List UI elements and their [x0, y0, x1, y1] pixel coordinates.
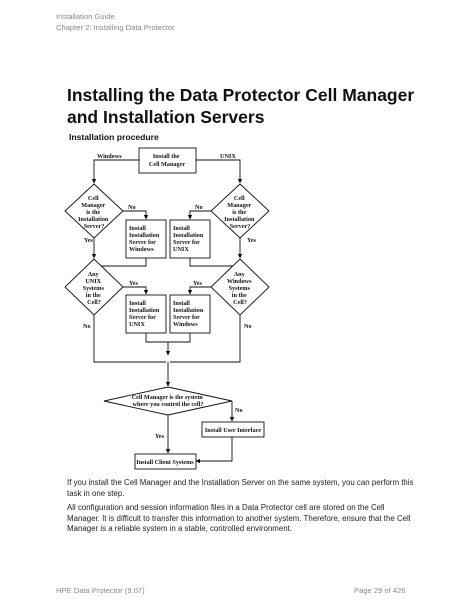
- install-is-unix-label: Install Installation Server for UNIX: [173, 225, 205, 253]
- decision-control-label: Cell Manager is the system where you con…: [132, 394, 205, 408]
- yes-label-windows: Yes: [193, 280, 203, 287]
- footer-page-number: Page 29 of 426: [354, 586, 406, 595]
- start-box-label: Install the Cell Manager: [149, 153, 186, 168]
- no-line-left: [93, 315, 166, 363]
- install-is-windows-box: [125, 219, 167, 259]
- install-is-windows-box-2: [169, 294, 211, 334]
- merge-arrow-right: [189, 258, 241, 269]
- paragraph-same-system: If you install the Cell Manager and the …: [67, 478, 414, 498]
- footer-product: HPE Data Protector (9.07): [56, 586, 145, 595]
- yes-label-control: Yes: [155, 433, 165, 440]
- yes-arrow-unix: [123, 286, 149, 295]
- yes-label-right: Yes: [247, 237, 257, 244]
- running-header-chapter: Chapter 2: Installing Data Protector: [56, 23, 175, 32]
- install-client-systems-box: [134, 453, 197, 470]
- install-is-windows-2-label: Install Installation Server for Windows: [173, 300, 205, 328]
- yes-label-unix: Yes: [129, 280, 139, 287]
- no-line-right: [170, 315, 241, 363]
- install-ui-box: [201, 421, 265, 438]
- running-header-guide: Installation Guide: [56, 12, 115, 21]
- no-arrow-left: [123, 210, 149, 220]
- no-label-right: No: [195, 204, 203, 211]
- branch-label-windows: Windows: [97, 153, 122, 160]
- decision-windows-systems-label: Any Windows Systems in the Cell?: [227, 271, 253, 306]
- page-title: Installing the Data Protector Cell Manag…: [67, 85, 415, 127]
- install-is-unix-box-2: [125, 294, 167, 334]
- branch-label-unix: UNIX: [220, 153, 236, 160]
- no-label-control: No: [235, 407, 243, 414]
- ui-to-client-arrow: [195, 437, 233, 464]
- install-ui-label: Install User Interface: [205, 427, 262, 434]
- decision-left-label: Cell Manager is the Installation Server?: [78, 195, 110, 230]
- no-arrow-right: [187, 210, 211, 220]
- unix-branch-arrow: [196, 159, 243, 184]
- no-label-unix-systems: No: [83, 323, 91, 330]
- no-label-left: No: [128, 204, 136, 211]
- paragraph-configuration-files: All configuration and session informatio…: [67, 503, 411, 533]
- decision-unix-systems-label: Any UNIX Systems in the Cell?: [83, 271, 106, 306]
- yes-arrow-windows: [187, 286, 211, 295]
- yes-label-left: Yes: [84, 237, 94, 244]
- no-label-windows-systems: No: [244, 323, 252, 330]
- start-box: [138, 147, 197, 174]
- install-client-systems-label: Install Client Systems: [136, 459, 194, 466]
- merge-line-unix: [145, 333, 168, 343]
- install-is-unix-2-label: Install Installation Server for UNIX: [129, 300, 161, 328]
- merge-arrow-left: [93, 258, 147, 269]
- install-is-unix-box: [169, 219, 211, 259]
- install-is-windows-label: Install Installation Server for Windows: [129, 225, 161, 253]
- section-subheading: Installation procedure: [69, 132, 159, 142]
- decision-right-label: Cell Manager is the Installation Server?: [224, 195, 256, 230]
- windows-branch-arrow: [91, 159, 139, 184]
- merge-line-windows: [168, 333, 191, 343]
